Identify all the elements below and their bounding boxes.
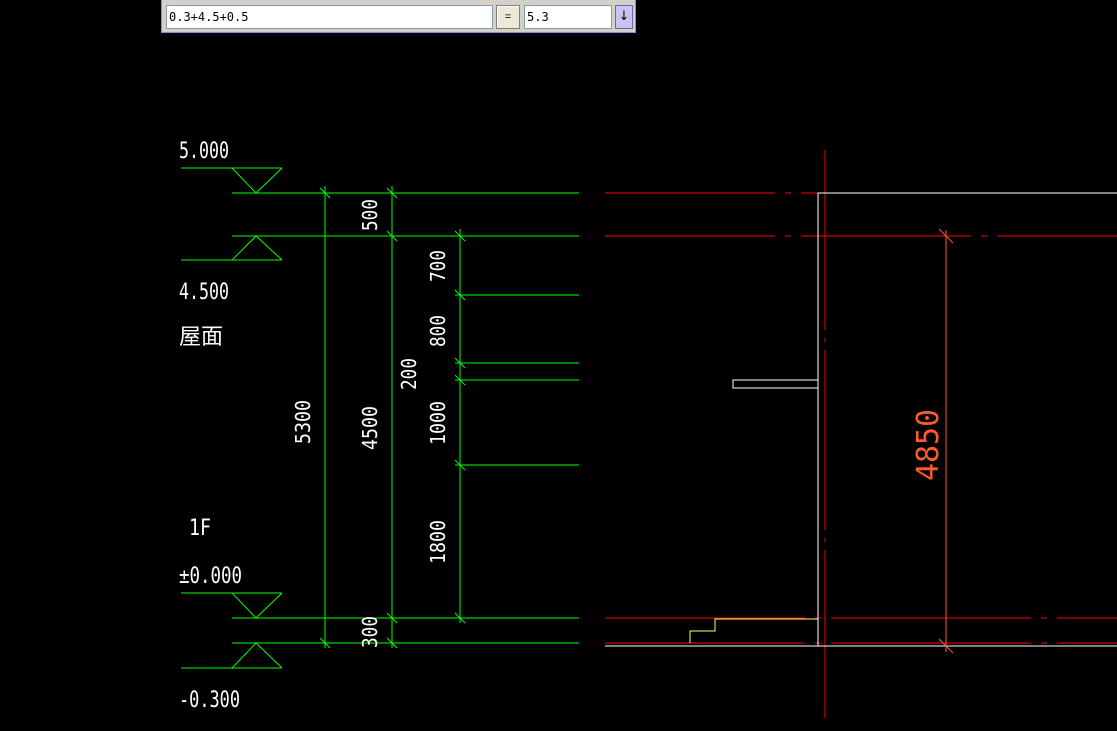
level-ground-text: ±0.000	[179, 564, 242, 589]
dim-text-1800: 1800	[426, 520, 450, 564]
level-triangle	[231, 235, 283, 261]
dimension-ticks	[319, 187, 466, 649]
level-symbols	[181, 167, 283, 669]
result-field[interactable]: 5.3	[524, 5, 612, 29]
elevation-dim-text: 4850	[911, 409, 946, 481]
wall-line	[817, 192, 1117, 646]
floor-name-text: 1F	[189, 516, 211, 541]
level-roof-text: 4.500	[179, 280, 229, 305]
axis-lines	[605, 150, 1117, 718]
level-base-text: -0.300	[179, 688, 240, 713]
elevation-dimension	[938, 228, 954, 654]
dim-text-5300: 5300	[291, 400, 315, 444]
dim-text-800: 800	[426, 315, 450, 347]
elevation-dim-tick	[938, 638, 954, 654]
level-top-text: 5.000	[179, 139, 229, 164]
arrow-down-icon[interactable]: ↓	[615, 5, 633, 29]
extension-lines	[232, 192, 579, 644]
expression-input[interactable]: 0.3+4.5+0.5	[166, 5, 493, 29]
dimension-labels: 5300 500 4500 700 800 200 1000 1800 300	[291, 199, 450, 648]
wall-outline	[605, 192, 1117, 647]
dim-text-700: 700	[426, 250, 450, 282]
level-labels: 5.000 4.500 屋面 1F ±0.000 -0.300	[179, 139, 242, 713]
roof-name-text: 屋面	[179, 325, 223, 350]
level-triangle	[231, 642, 283, 669]
equals-button[interactable]: =	[496, 5, 520, 29]
dim-text-200: 200	[397, 358, 421, 390]
dim-text-500: 500	[358, 199, 382, 231]
canopy-outline	[732, 379, 819, 389]
dim-text-300: 300	[358, 616, 382, 648]
level-triangle	[231, 592, 283, 619]
calculator-bar: 0.3+4.5+0.5 = 5.3 ↓	[161, 0, 636, 33]
level-triangle	[231, 167, 283, 194]
elevation-dim-tick	[938, 228, 954, 244]
dim-text-1000: 1000	[426, 401, 450, 445]
entrance-step	[689, 618, 818, 643]
dim-text-4500: 4500	[358, 406, 382, 450]
